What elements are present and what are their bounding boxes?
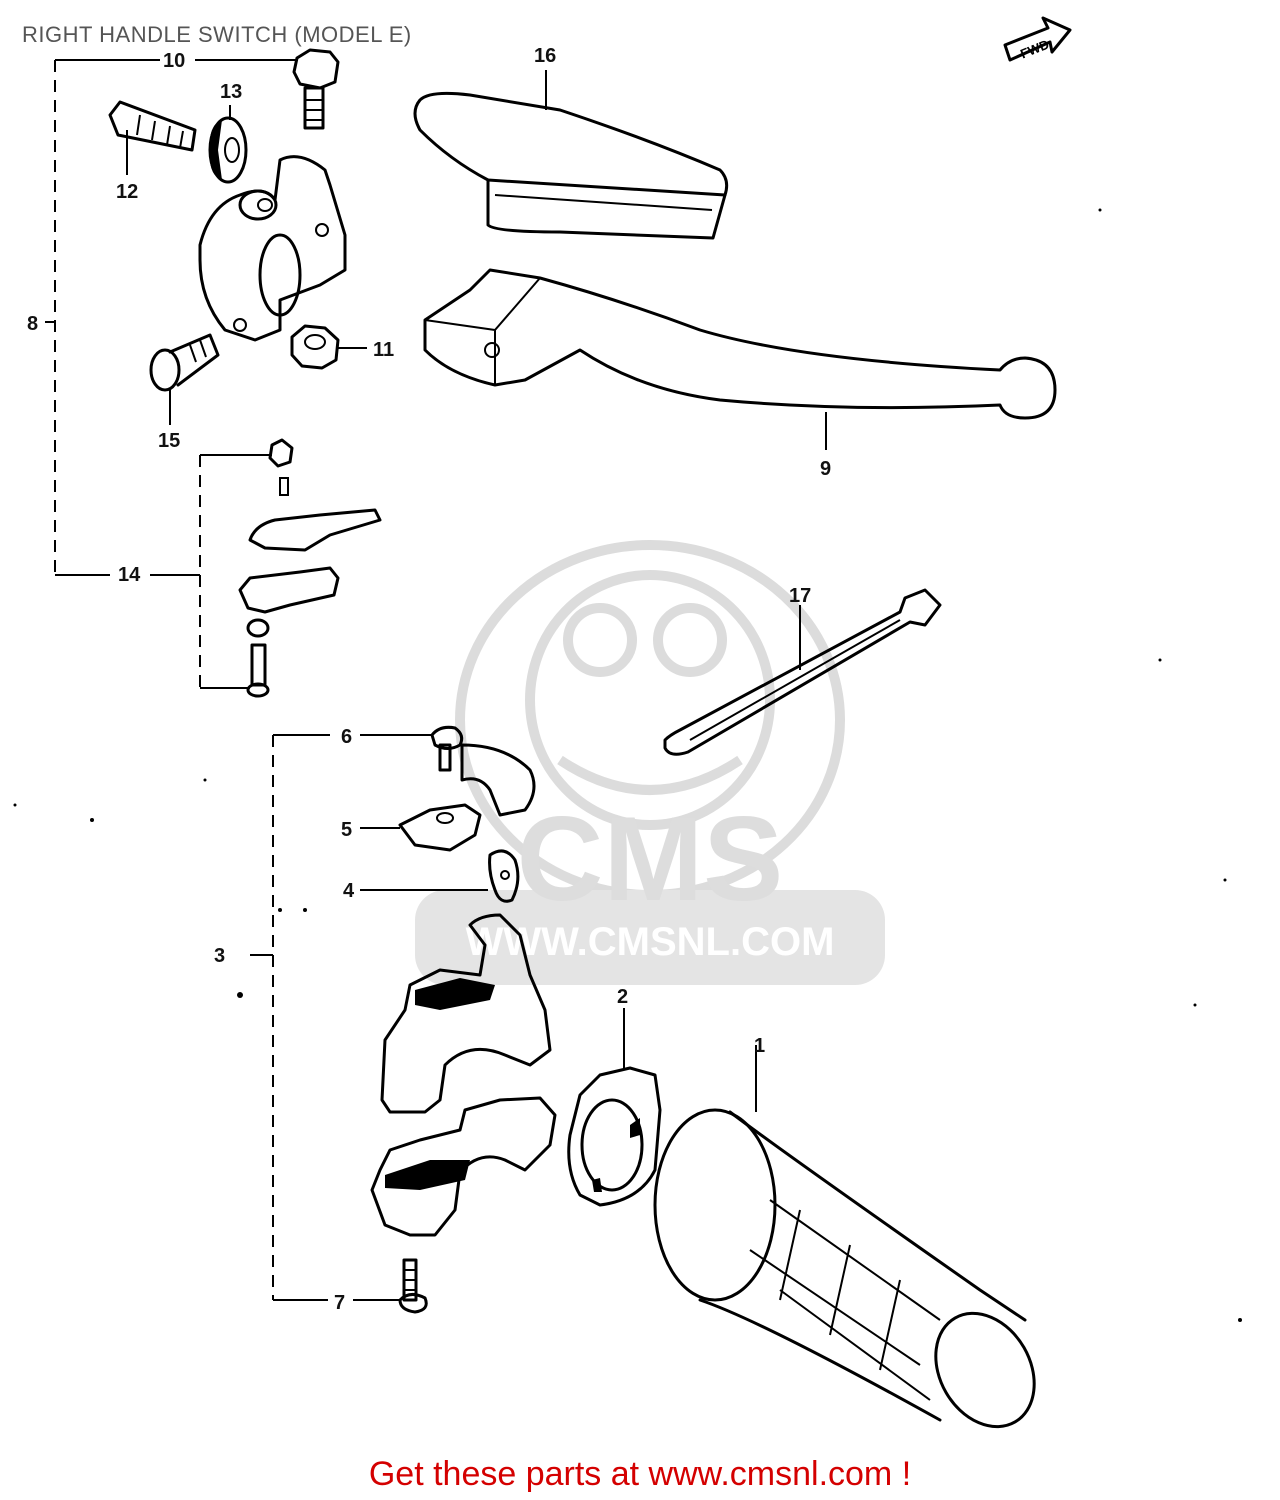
watermark-brand: CMS [517, 792, 784, 926]
callout-4: 4 [343, 880, 355, 902]
fwd-arrow-icon: FWD [1003, 16, 1072, 62]
callout-13: 13 [220, 81, 242, 103]
part-10-bolt [292, 48, 340, 130]
part-11-nut [290, 324, 340, 370]
callout-9: 9 [820, 458, 831, 480]
part-17-cable-strap [663, 588, 942, 756]
part-7-screw [398, 1258, 428, 1314]
callout-14: 14 [118, 564, 141, 586]
fwd-label: FWD [1018, 37, 1051, 62]
watermark-url: WWW.CMSNL.COM [466, 920, 835, 964]
callout-labels: 1 2 3 4 5 6 7 8 9 10 11 12 13 14 15 16 1… [27, 45, 831, 1314]
callout-11: 11 [373, 339, 394, 361]
callout-17: 17 [789, 585, 811, 607]
part-16-lever-cover [413, 91, 729, 240]
callout-6: 6 [341, 726, 352, 748]
callout-15: 15 [158, 430, 180, 452]
callout-10: 10 [163, 50, 185, 72]
get-parts-link[interactable]: Get these parts at www.cmsnl.com ! [368, 1455, 912, 1493]
callout-5: 5 [341, 819, 352, 841]
callout-3: 3 [214, 945, 225, 967]
part-14-switch-assembly [238, 438, 382, 698]
part-1-throttle-grip [653, 1108, 1036, 1429]
part-4-spring-washer [488, 849, 520, 903]
part-3-switch-housing [370, 913, 557, 1237]
callout-1: 1 [754, 1035, 765, 1057]
part-13-lock-nut [208, 116, 248, 184]
diagram-title: RIGHT HANDLE SWITCH (MODEL E) [22, 22, 412, 47]
callout-8: 8 [27, 313, 38, 335]
cms-watermark: CMS WWW.CMSNL.COM [415, 540, 885, 985]
callout-2: 2 [617, 986, 628, 1008]
callout-7: 7 [334, 1292, 345, 1314]
part-12-adjuster-screw [108, 100, 197, 152]
part-8-lever-holder [198, 155, 347, 342]
callout-16: 16 [534, 45, 556, 67]
part-9-brake-lever [423, 268, 1057, 420]
part-2-throttle-pulley [567, 1066, 662, 1207]
part-6-screw [430, 725, 464, 772]
scan-specks [13, 208, 1242, 1322]
part-15-pivot-bolt [149, 333, 220, 392]
leader-lines [45, 59, 827, 1301]
part-5-switch-plate [398, 743, 536, 852]
callout-12: 12 [116, 181, 138, 203]
